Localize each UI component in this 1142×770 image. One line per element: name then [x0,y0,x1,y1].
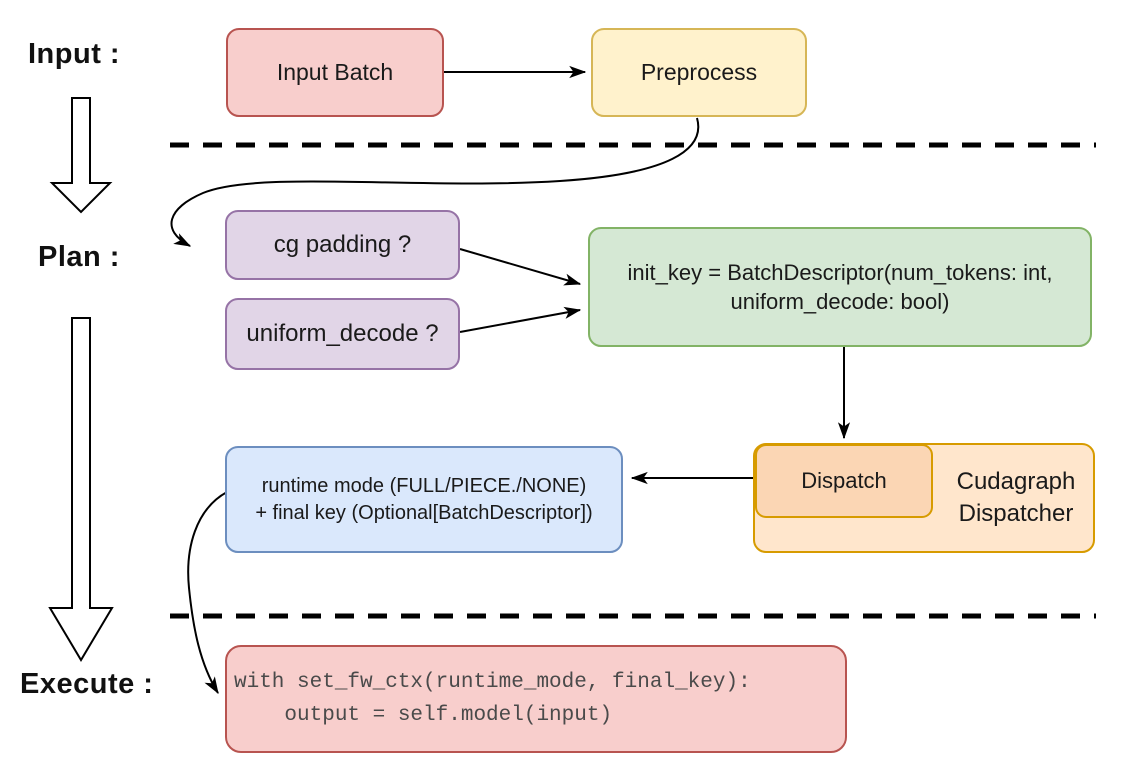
connector-cgpadding-to-initkey [459,248,582,286]
node-runtime-mode: runtime mode (FULL/PIECE./NONE) + final … [225,446,623,553]
node-preprocess-label: Preprocess [640,59,758,86]
stage-arrow-input-to-plan [49,97,113,214]
node-input-batch-label: Input Batch [276,59,394,86]
node-preprocess: Preprocess [591,28,807,117]
node-dispatch-label: Dispatch [801,468,887,494]
execute-code-line2: output = self.model(input) [234,704,613,727]
node-cg-padding: cg padding ? [225,210,460,280]
cudagraph-line2: Dispatcher [958,500,1074,527]
stage-label-input: Input : [28,38,121,70]
node-init-key-line2: uniform_decode: bool) [730,289,950,314]
connector-runtimemode-to-executecode [187,491,228,695]
node-cudagraph-dispatcher-label: Cudagraph Dispatcher [937,445,1095,551]
execute-code-line1: with set_fw_ctx(runtime_mode, final_key)… [234,671,751,694]
stage-arrow-plan-to-execute [48,317,114,662]
stage-label-plan: Plan : [38,241,120,273]
node-runtime-mode-line1: runtime mode (FULL/PIECE./NONE) [261,475,587,498]
connector-uniformdecode-to-initkey [459,306,582,333]
node-input-batch: Input Batch [226,28,444,117]
node-runtime-mode-line2: + final key (Optional[BatchDescriptor]) [255,501,593,524]
cudagraph-line1: Cudagraph [956,467,1076,495]
stage-label-execute: Execute : [20,668,154,700]
node-dispatch: Dispatch [755,444,933,518]
node-cg-padding-label: cg padding ? [273,231,412,259]
node-init-key-line1: init_key = BatchDescriptor(num_tokens: i… [627,259,1053,285]
node-uniform-decode-label: uniform_decode ? [246,320,439,348]
node-uniform-decode: uniform_decode ? [225,298,460,370]
node-init-key: init_key = BatchDescriptor(num_tokens: i… [588,227,1092,347]
node-execute-code: with set_fw_ctx(runtime_mode, final_key)… [225,645,847,753]
